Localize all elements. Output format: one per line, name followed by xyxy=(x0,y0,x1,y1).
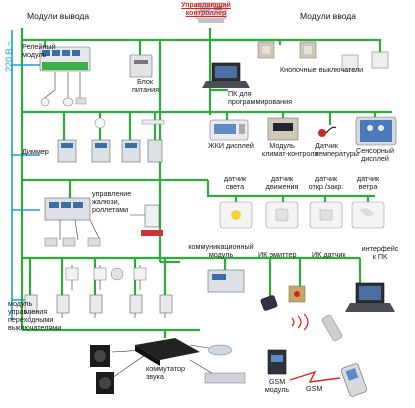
blinds-wires xyxy=(59,219,101,241)
bus-dimmer-drops xyxy=(62,112,157,140)
audio-devices xyxy=(204,344,246,384)
controller-label-line2: контроллер xyxy=(185,10,227,17)
programming-laptop xyxy=(202,62,250,88)
pass-switch-modules xyxy=(24,294,173,314)
voltage-label: 220 В ~ xyxy=(4,40,14,72)
bus-internal xyxy=(158,40,180,264)
controller-label: Управляющий контроллер xyxy=(180,2,232,18)
ir-emitter xyxy=(260,295,278,311)
touch-display xyxy=(355,116,397,146)
ir-sensor-label: ИК датчик xyxy=(312,250,346,259)
blinds-module xyxy=(44,197,91,221)
button-switches xyxy=(257,41,389,72)
blinds-relay-block xyxy=(141,204,163,236)
ir-remote xyxy=(321,315,343,341)
power-supply xyxy=(129,54,153,78)
mobile-phone xyxy=(340,363,368,397)
sound-switch xyxy=(135,338,200,366)
bus-row2-drops xyxy=(225,112,377,125)
climate-module xyxy=(267,117,299,141)
bus-sensor-drops xyxy=(234,196,370,202)
lcd-display xyxy=(209,119,249,141)
ir-waves xyxy=(291,313,309,331)
comm-module xyxy=(207,269,245,293)
gsm-link-label: GSM xyxy=(306,384,323,393)
temp-sensor xyxy=(318,126,337,137)
gsm-link xyxy=(289,370,341,383)
relay-wires xyxy=(41,72,81,101)
power-branches xyxy=(12,64,42,301)
sound-wires xyxy=(111,344,221,379)
dimmer-lamps xyxy=(94,117,165,129)
sensor-tiles xyxy=(219,201,385,229)
gsm-module xyxy=(267,349,287,375)
bus-sensors xyxy=(206,180,375,198)
controller-label-line1: Управляющий xyxy=(181,2,231,9)
output-modules-heading: Модули вывода xyxy=(27,11,90,21)
pc-interface-laptop xyxy=(345,282,395,312)
speaker-icons xyxy=(90,345,114,394)
ir-emitter-label: ИК эмиттер xyxy=(258,250,297,259)
dimmer-label: Диммер xyxy=(22,147,49,156)
input-modules-heading: Модули ввода xyxy=(300,11,356,21)
lcd-label: ЖКИ дисплей xyxy=(208,141,254,150)
controller xyxy=(195,2,227,23)
bus-ir-drops xyxy=(268,258,302,300)
buttons-label: Кнопочные выключатели xyxy=(280,65,364,74)
relay-module xyxy=(39,46,91,72)
ir-sensor xyxy=(288,285,306,303)
motor-icons xyxy=(44,237,101,247)
lamp-icons xyxy=(40,97,87,107)
dimmer-modules xyxy=(57,139,163,163)
wall-switches xyxy=(65,267,147,281)
power-lines xyxy=(11,30,42,320)
